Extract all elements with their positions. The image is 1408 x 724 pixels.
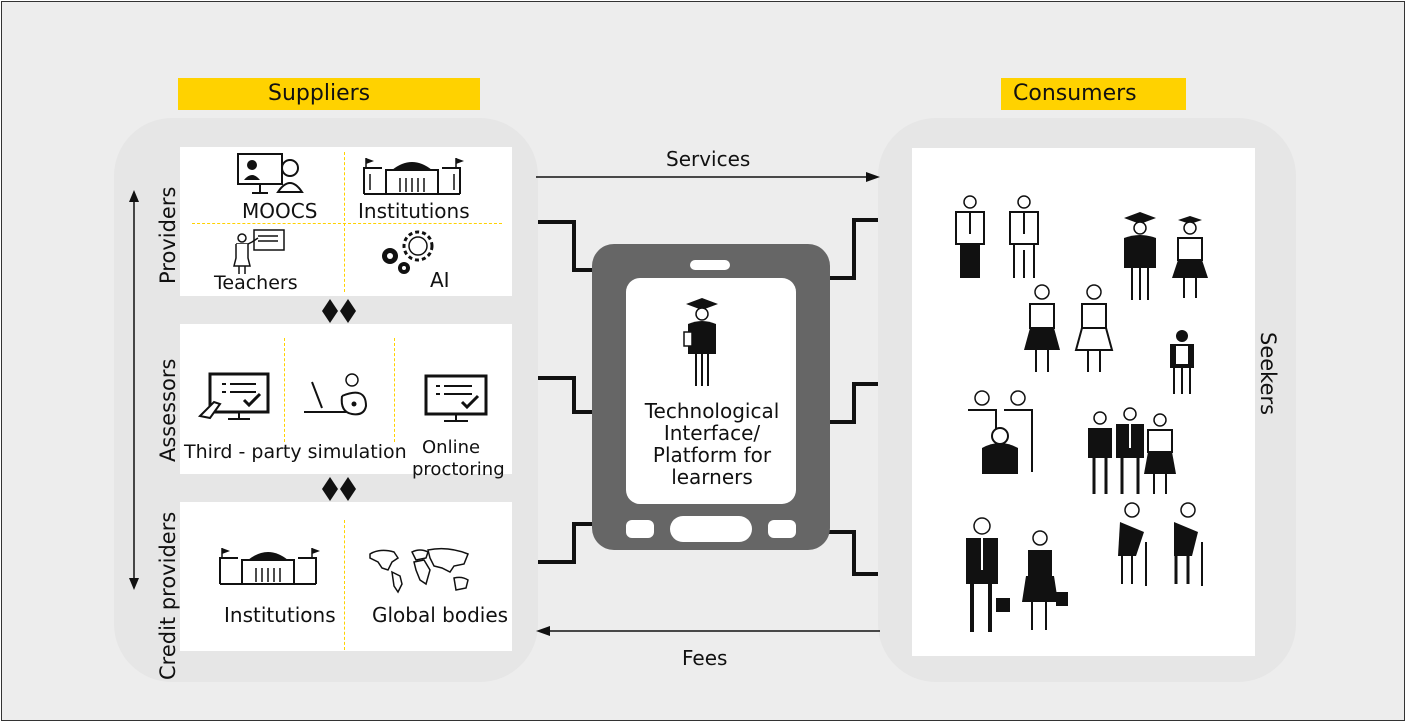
- assessors-divider-2: [394, 338, 395, 442]
- third-party-simulation-label: Third - party simulation: [184, 441, 407, 463]
- moocs-label: MOOCS: [242, 199, 318, 223]
- online-proctoring-icon: [420, 374, 492, 424]
- business-people-briefcase-icon: [966, 516, 1068, 632]
- platform-line-1: Technological: [644, 399, 780, 423]
- platform-label: Technological Interface/ Platform for le…: [626, 400, 798, 488]
- proctoring-label: proctoring: [412, 459, 505, 480]
- moocs-icon: [234, 152, 306, 198]
- women-pair-icon: [1024, 282, 1120, 372]
- platform-line-4: learners: [671, 465, 753, 489]
- credit-providers-panel: [180, 502, 512, 651]
- businessmen-pair-icon: [950, 194, 1050, 278]
- assessors-credit-connector: [322, 477, 356, 501]
- consumers-header: Consumers: [1001, 78, 1186, 110]
- platform-line-3: Platform for: [652, 443, 772, 467]
- business-group-icon: [1088, 408, 1176, 494]
- institution-building-icon: [362, 158, 464, 196]
- providers-divider-v: [344, 152, 345, 292]
- providers-divider-h: [192, 223, 502, 224]
- services-arrow: [536, 172, 880, 182]
- credit-divider: [344, 520, 345, 650]
- elderly-couple-icon: [1118, 498, 1210, 590]
- institutions-label: Institutions: [358, 199, 470, 223]
- online-label: Online: [422, 437, 481, 458]
- credit-institution-building-icon: [218, 548, 320, 586]
- ai-label: AI: [430, 268, 450, 292]
- online-test-touch-icon: [198, 372, 274, 422]
- teacher-icon: [230, 228, 288, 274]
- assessors-divider-1: [284, 338, 285, 442]
- credit-institutions-label: Institutions: [224, 603, 336, 627]
- fees-label: Fees: [682, 646, 728, 670]
- platform-device: [592, 244, 830, 550]
- suppliers-header: Suppliers: [178, 78, 480, 110]
- providers-panel: [180, 147, 512, 296]
- fees-arrow: [536, 626, 880, 636]
- graduates-pair-icon: [1124, 212, 1208, 300]
- schoolboy-icon: [1170, 330, 1194, 394]
- ai-gears-icon: [382, 228, 438, 274]
- assessors-panel: [180, 324, 512, 474]
- family-icon: [964, 388, 1038, 474]
- providers-assessors-connector: [322, 299, 356, 323]
- global-bodies-label: Global bodies: [372, 603, 509, 627]
- graduate-student-icon: [682, 298, 718, 388]
- simulation-icon: [302, 372, 374, 420]
- platform-line-2: Interface/: [663, 421, 761, 445]
- world-map-icon: [366, 546, 478, 594]
- suppliers-flow-arrow: [129, 190, 139, 590]
- teachers-label: Teachers: [214, 272, 298, 294]
- services-label: Services: [666, 147, 751, 171]
